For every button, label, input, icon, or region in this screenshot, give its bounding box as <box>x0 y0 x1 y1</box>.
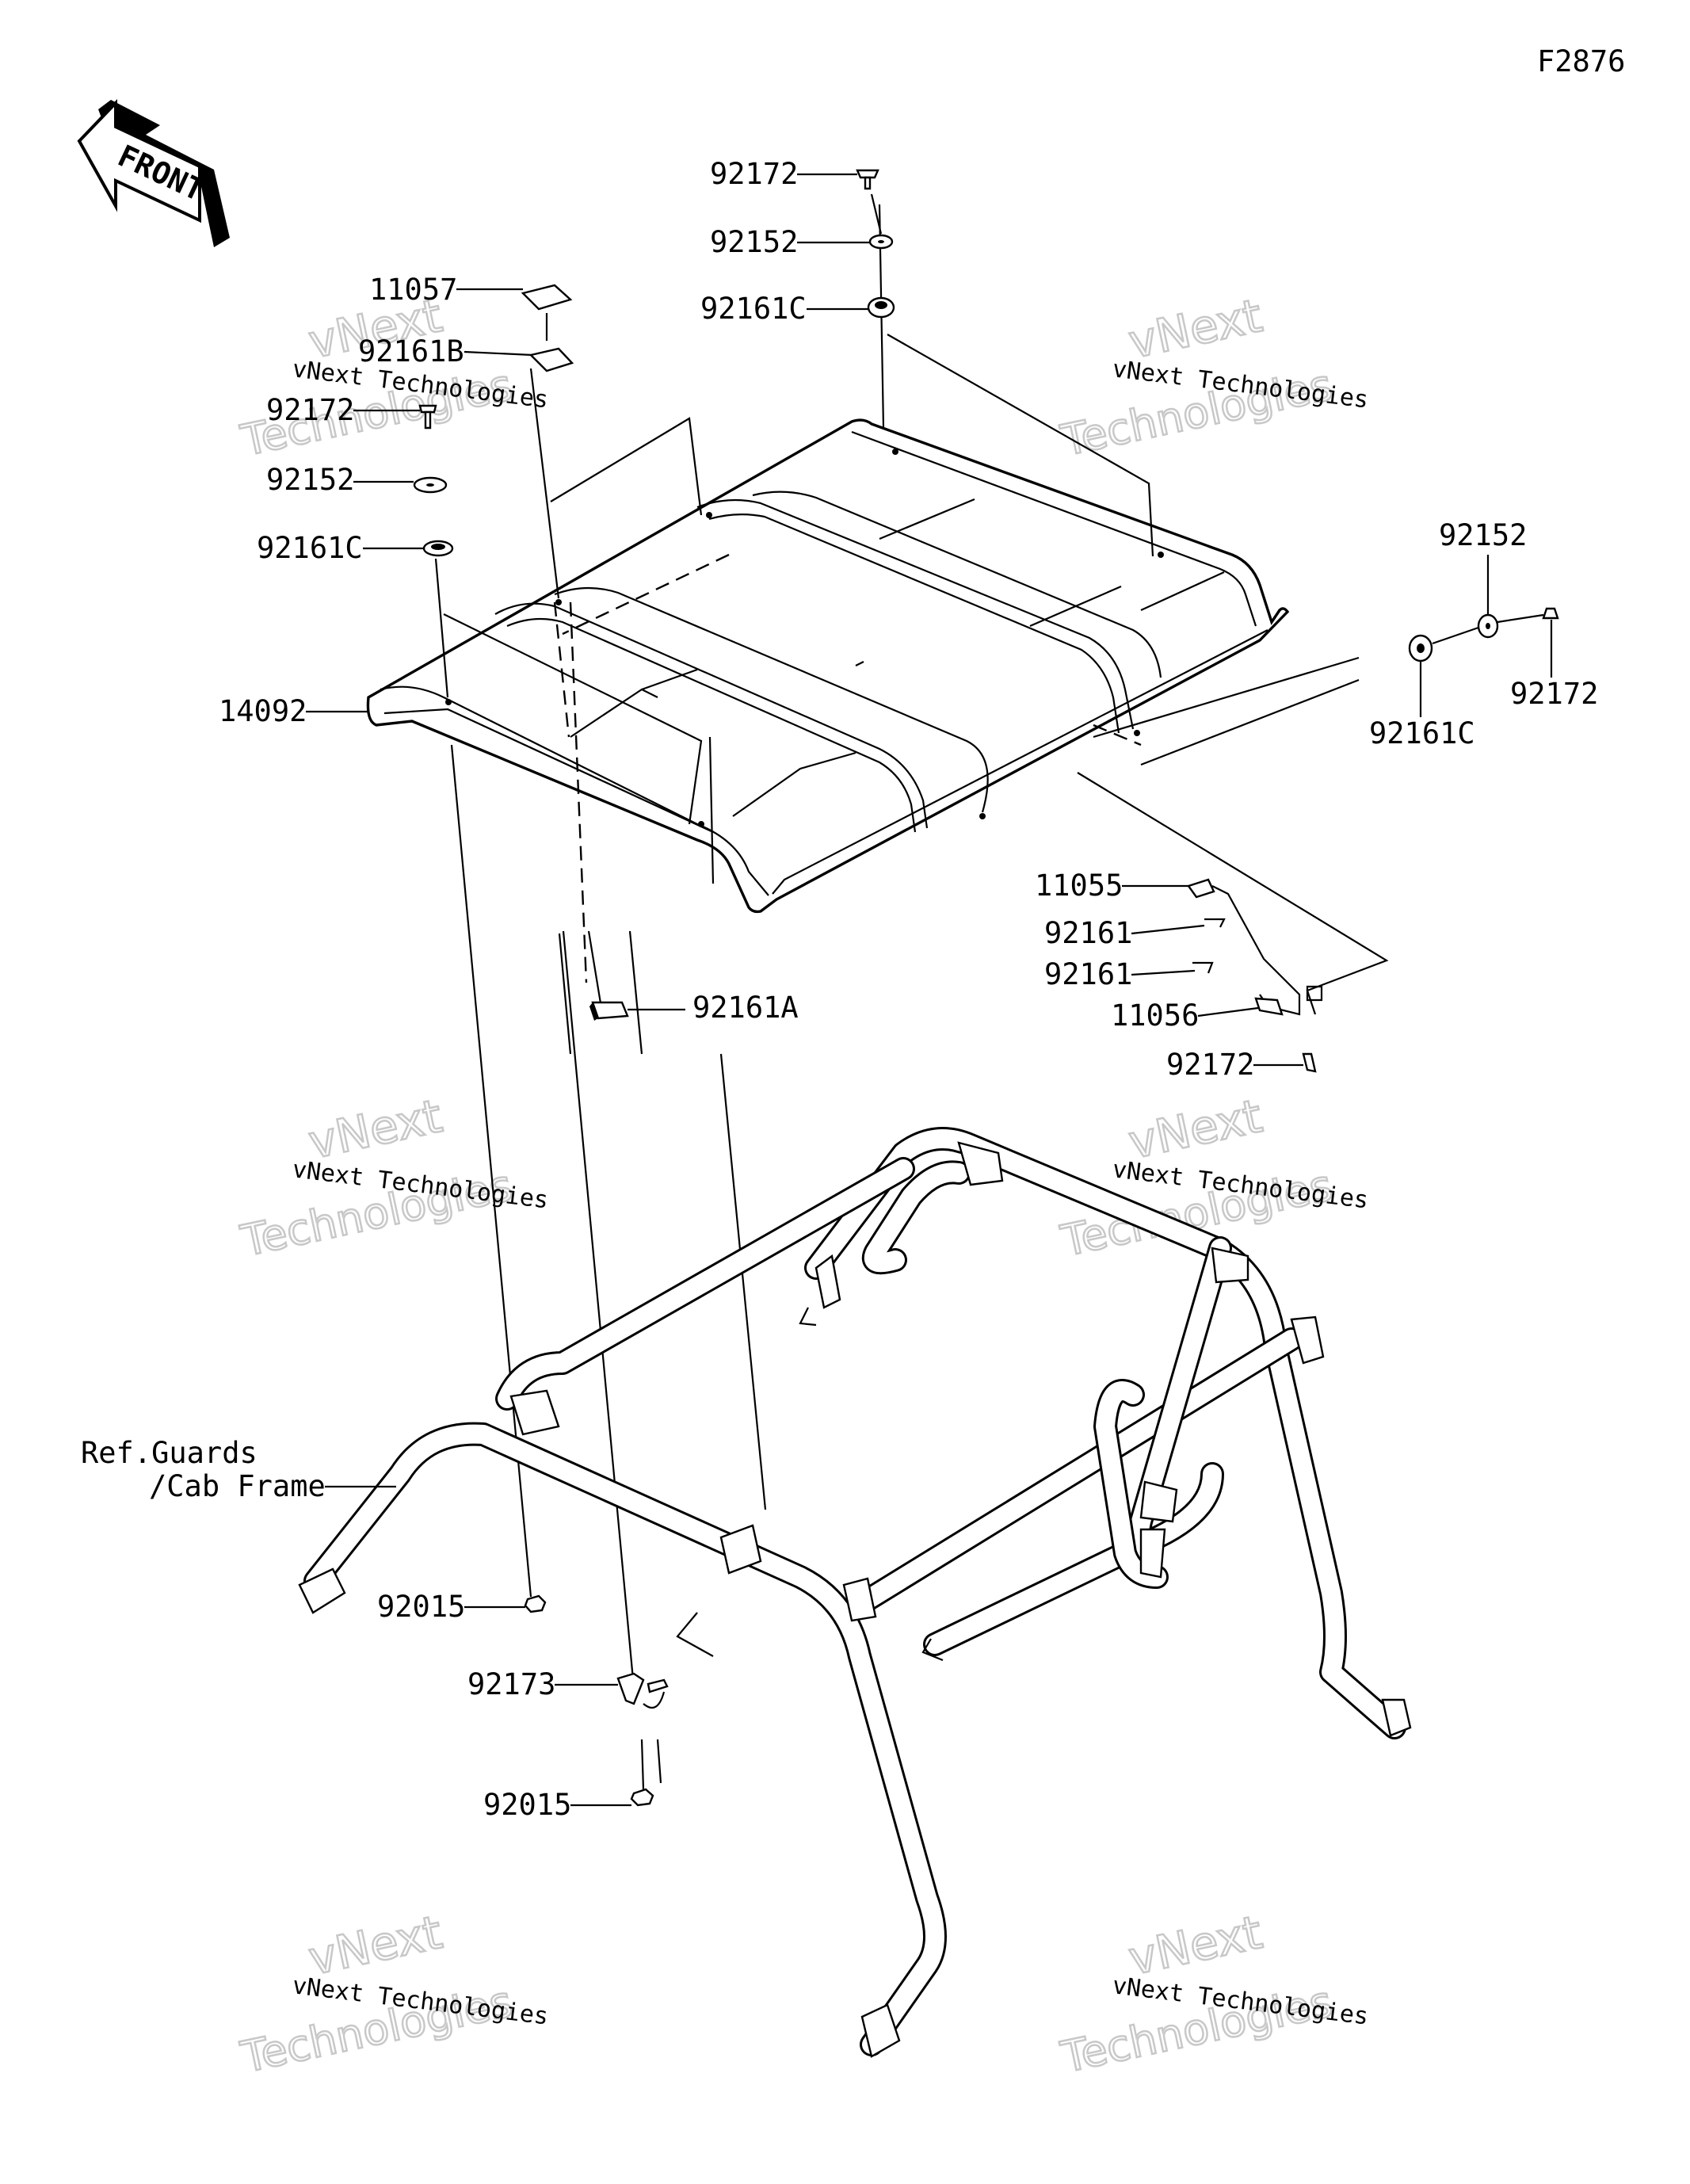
grommet-92161C-left <box>422 540 454 557</box>
watermark-top-right: vNext Technologies vNext Technologies <box>1055 288 1370 467</box>
washer-92152-right <box>1477 613 1499 639</box>
label-92172-top: 92172 <box>710 157 798 191</box>
grommet-92161C-right <box>1408 634 1433 662</box>
part-labels: 92172 92152 92161C 11057 92161B 92172 92… <box>81 157 1598 1822</box>
svg-text:vNext: vNext <box>1124 1089 1267 1170</box>
label-92161B: 92161B <box>358 334 464 368</box>
label-92161-b: 92161 <box>1044 957 1132 991</box>
watermark-bottom-left: vNext Technologies vNext Technologies <box>235 1904 550 2083</box>
svg-text:vNext: vNext <box>304 1905 447 1986</box>
label-92172-right: 92172 <box>1510 677 1598 711</box>
watermark-mid-left: vNext Technologies vNext Technologies <box>235 1088 550 1267</box>
front-arrow-icon: FRONT <box>77 99 230 247</box>
label-92161A: 92161A <box>692 991 799 1025</box>
roof-panel <box>366 418 1290 983</box>
label-92161C-right: 92161C <box>1369 716 1475 750</box>
figure-code: F2876 <box>1537 44 1625 78</box>
watermark-top-left: vNext Technologies vNext Technologies <box>235 288 550 467</box>
bolt-92172-left <box>418 404 437 430</box>
svg-text:vNext: vNext <box>304 1089 447 1170</box>
washer-92152-top <box>868 234 894 250</box>
clamp-92173 <box>616 1672 669 1709</box>
nut-92015-b <box>630 1788 654 1807</box>
label-ref-line1: Ref.Guards <box>81 1436 258 1470</box>
watermark-bottom-right: vNext Technologies vNext Technologies <box>1055 1904 1370 2083</box>
label-92161-a: 92161 <box>1044 916 1132 950</box>
label-92172-left: 92172 <box>266 393 354 427</box>
bolt-92172-right <box>1542 607 1559 620</box>
label-92172-bracket: 92172 <box>1166 1048 1254 1082</box>
label-92152-left: 92152 <box>266 463 354 497</box>
label-92161C-left: 92161C <box>257 531 363 565</box>
label-92152-top: 92152 <box>710 225 798 259</box>
label-92173: 92173 <box>467 1667 555 1701</box>
nut-92015-a <box>524 1594 547 1613</box>
svg-text:vNext: vNext <box>1124 288 1267 369</box>
label-92152-right: 92152 <box>1439 518 1527 552</box>
clip-11057 <box>521 284 573 341</box>
pad-92161B <box>528 347 574 372</box>
label-11056: 11056 <box>1111 998 1199 1033</box>
bolt-92172-top <box>856 169 879 190</box>
washer-92152-left <box>413 476 448 494</box>
bracket-11055-11056 <box>1187 878 1323 1073</box>
label-11055: 11055 <box>1035 869 1123 903</box>
label-92015-a: 92015 <box>377 1590 465 1624</box>
label-92015-b: 92015 <box>483 1788 571 1822</box>
pad-92161A <box>589 1001 629 1021</box>
label-92161C-top: 92161C <box>700 292 807 326</box>
roof-leader-lines <box>443 334 1389 1015</box>
label-ref-line2: /Cab Frame <box>149 1469 326 1503</box>
svg-text:vNext: vNext <box>1124 1905 1267 1986</box>
grommet-92161C-top <box>867 296 895 319</box>
label-11057: 11057 <box>369 273 457 307</box>
label-14092: 14092 <box>219 694 307 728</box>
cab-frame <box>298 1127 1412 2058</box>
